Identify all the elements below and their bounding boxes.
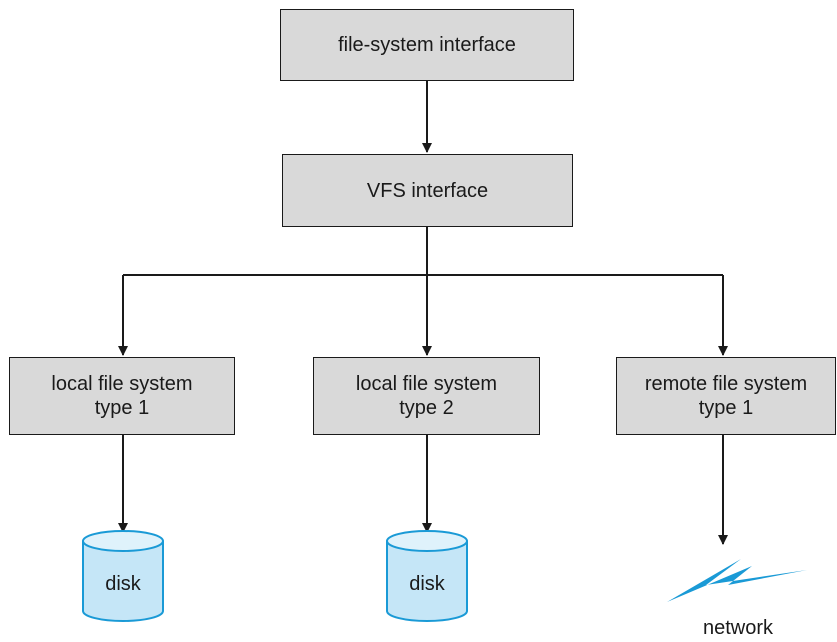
disk-cylinder-icon [386,530,468,622]
fs-interface-box: file-system interface [280,9,574,81]
disk-1-label: disk [105,573,141,595]
remote-fs-type1-line1: remote file system [644,373,808,395]
vfs-interface-label: VFS interface [366,179,489,202]
local-fs-type2-line2: type 2 [399,397,454,419]
local-fs-type2-line1: local file system [355,373,498,395]
disk-2-label: disk [409,573,445,595]
network-label: network [702,617,774,639]
vfs-interface-box: VFS interface [282,154,573,227]
local-fs-type2-box: local file system type 2 [313,357,540,435]
lightning-bolt-icon [667,559,807,602]
local-fs-type1-line2: type 1 [94,397,150,419]
local-fs-type1-box: local file system type 1 [9,357,235,435]
disk-cylinder-icon [82,530,164,622]
remote-fs-type1-line2: type 1 [698,397,754,419]
local-fs-type1-line1: local file system [51,373,193,395]
fs-interface-label: file-system interface [338,34,516,56]
remote-fs-type1-box: remote file system type 1 [616,357,836,435]
